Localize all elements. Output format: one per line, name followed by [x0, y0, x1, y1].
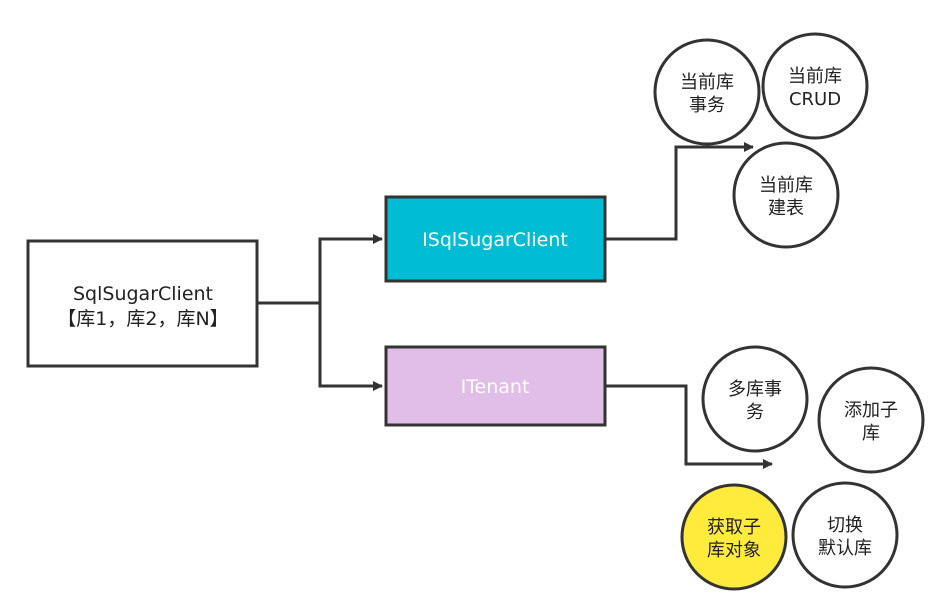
circle-shape [653, 38, 761, 146]
circle-shape [701, 345, 809, 453]
circle-label-line2: 库 [862, 423, 880, 444]
circle-get-sub-db-object: 获取子 库对象 [680, 483, 788, 591]
circle-shape [791, 481, 899, 589]
itenant-box [384, 345, 607, 427]
connector-itenant-to-circles [605, 384, 773, 469]
root-label-line2: 【库1，库2，库N】 [57, 308, 228, 330]
root-label-line1: SqlSugarClient [73, 283, 213, 305]
circle-label-line1: 添加子 [844, 400, 898, 421]
connector-to-isqlsugarclient [318, 234, 383, 303]
circle-label-line2: 默认库 [818, 538, 872, 559]
root-box [26, 239, 259, 368]
circle-label-line1: 当前库 [680, 72, 734, 93]
circle-current-db-crud: 当前库 CRUD [761, 32, 869, 140]
circle-shape [817, 366, 925, 474]
circle-label-line2: 建表 [768, 198, 804, 219]
circle-current-db-create-table: 当前库 建表 [732, 141, 840, 249]
connector-to-itenant [318, 303, 383, 391]
circle-current-db-transaction: 当前库 事务 [653, 38, 761, 146]
root-node: SqlSugarClient 【库1，库2，库N】 [26, 239, 259, 368]
circle-label-line1: 当前库 [788, 66, 842, 87]
connectors [257, 142, 773, 469]
isqlsugarclient-node: ISqlSugarClient [384, 195, 607, 283]
circle-shape [732, 141, 840, 249]
isqlsugarclient-label: ISqlSugarClient [422, 229, 568, 251]
isqlsugarclient-box [384, 195, 607, 283]
circle-label-line2: 务 [746, 402, 764, 423]
circle-label-line1: 获取子 [707, 517, 761, 538]
itenant-label: ITenant [461, 376, 530, 398]
circle-label-line1: 当前库 [759, 175, 813, 196]
itenant-circles: 多库事 务 添加子 库 获取子 库对象 切换 默认库 [680, 345, 925, 591]
circle-label-line1: 多库事 [728, 379, 782, 400]
isqlsugarclient-circles: 当前库 事务 当前库 CRUD 当前库 建表 [653, 32, 869, 249]
circle-shape [680, 483, 788, 591]
itenant-node: ITenant [384, 345, 607, 427]
circle-shape [761, 32, 869, 140]
circle-label-line2: 库对象 [707, 540, 761, 561]
circle-label-line1: 切换 [827, 515, 863, 536]
circle-add-sub-db: 添加子 库 [817, 366, 925, 474]
circle-label-line2: CRUD [789, 89, 841, 110]
circle-label-line2: 事务 [689, 95, 725, 116]
circle-switch-default-db: 切换 默认库 [791, 481, 899, 589]
circle-multi-db-transaction: 多库事 务 [701, 345, 809, 453]
connector-isqlsugarclient-to-circles [605, 142, 754, 241]
